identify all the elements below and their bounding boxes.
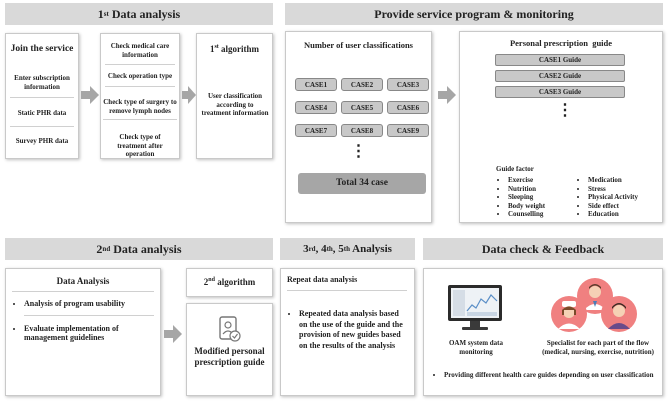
analysis-usability: Analysis of program usability (24, 299, 154, 316)
guides-ellipsis: ⋮ (557, 102, 573, 119)
cases-ellipsis: ⋮ (350, 143, 367, 160)
case-2: CASE2 (341, 78, 383, 91)
factor-physical-activity: Physical Activity (588, 193, 662, 202)
first-algorithm-text: User classification according to treatme… (201, 92, 269, 117)
arrow-join-to-check (81, 86, 99, 104)
factor-sleeping: Sleeping (508, 193, 566, 202)
rep-h-rd: rd (308, 245, 316, 253)
feedback-item: Providing different health care guides d… (444, 371, 654, 380)
second-algo-text: algorithm (214, 277, 256, 287)
second-header-sup: nd (102, 245, 111, 253)
prescription-title: Personal prescription guide (509, 38, 613, 48)
check-operation-type: Check operation type (105, 72, 175, 87)
first-header-text: Data analysis (108, 6, 181, 21)
modified-guide-text: Modified personal prescription guide (194, 346, 265, 367)
rep-h-th1: th (326, 245, 333, 253)
first-algo-text: algorithm (218, 44, 260, 54)
factor-education: Education (588, 210, 662, 219)
case-7: CASE7 (295, 124, 337, 137)
feedback-list: Providing different health care guides d… (432, 371, 654, 380)
case-9: CASE9 (387, 124, 429, 137)
data-analysis-title: Data Analysis (12, 276, 154, 292)
rep-h-text: Analysis (350, 243, 392, 255)
arrow-analysis-to-algo (164, 325, 182, 343)
join-item-static-phr: Static PHR data (10, 109, 74, 127)
first-algorithm-title: 1st algorithm (197, 44, 272, 54)
first-header-sup: st (103, 10, 109, 18)
rep-h-4: , 4 (315, 243, 327, 255)
join-item-survey-phr: Survey PHR data (15, 137, 69, 145)
repeat-analysis-box: Repeat data analysis Repeated data analy… (280, 268, 415, 396)
factor-body-weight: Body weight (508, 202, 566, 211)
case3-guide: CASE3 Guide (495, 86, 625, 98)
rep-h-th2: th (343, 245, 351, 253)
check-lymph-nodes: Check type of surgery to remove lymph no… (103, 98, 177, 120)
repeat-analysis-list: Repeated data analysis based on the use … (287, 309, 409, 351)
case-1: CASE1 (295, 78, 337, 91)
factor-side-effect: Side effect (588, 202, 662, 211)
feedback-box: OAM system data monitoring Specialist fo… (423, 268, 663, 396)
second-algo-num: 2 (203, 277, 209, 287)
specialist-avatar-icon (601, 296, 637, 332)
specialist-text: Specialist for each part of the flow (me… (534, 339, 662, 356)
guide-factor-title: Guide factor (496, 165, 534, 173)
classifications-title: Number of user classifications (303, 40, 413, 50)
guide-factors-left: Exercise Nutrition Sleeping Body weight … (496, 176, 566, 219)
case-3: CASE3 (387, 78, 429, 91)
factor-exercise: Exercise (508, 176, 566, 185)
arrow-check-to-algo (182, 86, 196, 104)
prescription-guide-box: Personal prescription guide CASE1 Guide … (459, 31, 663, 223)
factor-stress: Stress (588, 185, 662, 194)
factor-medication: Medication (588, 176, 662, 185)
data-analysis-box: Data Analysis Analysis of program usabil… (5, 268, 161, 396)
check-info-box: Check medical care information Check ope… (100, 33, 180, 159)
check-treatment-type: Check type of treatment after operation (117, 133, 163, 158)
first-algo-num: 1 (209, 44, 215, 54)
first-header-num: 1 (97, 6, 104, 21)
factor-nutrition: Nutrition (508, 185, 566, 194)
rep-h-5: , 5 (332, 243, 344, 255)
join-service-title: Join the service (10, 44, 74, 54)
oam-monitoring-text: OAM system data monitoring (448, 339, 504, 356)
specialist-sub: (medical, nursing, exercise, nutrition) (542, 347, 654, 356)
data-analysis-list: Analysis of program usability Evaluate i… (12, 299, 154, 343)
first-algo-sup: st (214, 44, 219, 50)
second-algorithm-title: 2nd algorithm (187, 277, 272, 287)
case-6: CASE6 (387, 101, 429, 114)
check-medical-care: Check medical care information (105, 42, 175, 65)
case-8: CASE8 (341, 124, 383, 137)
feedback-header: Data check & Feedback (423, 238, 663, 260)
case-5: CASE5 (341, 101, 383, 114)
factor-counselling: Counselling (508, 210, 566, 219)
document-check-icon (219, 316, 241, 342)
analysis-guidelines: Evaluate implementation of management gu… (24, 324, 154, 343)
repeat-analysis-item: Repeated data analysis based on the use … (299, 309, 409, 351)
monitor-icon (448, 285, 502, 330)
modified-guide-box: Modified personal prescription guide (186, 303, 273, 396)
second-header-text: Data analysis (110, 241, 182, 256)
arrow-classify-to-guide (438, 86, 456, 104)
total-cases: Total 34 case (298, 173, 426, 194)
nurse-avatar-icon (551, 296, 587, 332)
join-service-box: Join the service Enter subscription info… (5, 33, 79, 159)
second-header-num: 2 (96, 241, 103, 256)
classifications-box: Number of user classifications CASE1 CAS… (285, 31, 432, 223)
specialist-title: Specialist for each part of the flow (546, 339, 650, 347)
second-algo-sup: nd (208, 277, 215, 283)
service-header: Provide service program & monitoring (285, 3, 663, 25)
rep-h-3: 3 (303, 243, 309, 255)
repeat-analysis-title: Repeat data analysis (287, 275, 407, 291)
second-algorithm-box: 2nd algorithm (186, 268, 273, 297)
case1-guide: CASE1 Guide (495, 54, 625, 66)
join-item-subscription: Enter subscription information (10, 74, 74, 98)
first-algorithm-box: 1st algorithm User classification accord… (196, 33, 273, 159)
case-4: CASE4 (295, 101, 337, 114)
guide-factors-right: Medication Stress Physical Activity Side… (576, 176, 662, 219)
case2-guide: CASE2 Guide (495, 70, 625, 82)
